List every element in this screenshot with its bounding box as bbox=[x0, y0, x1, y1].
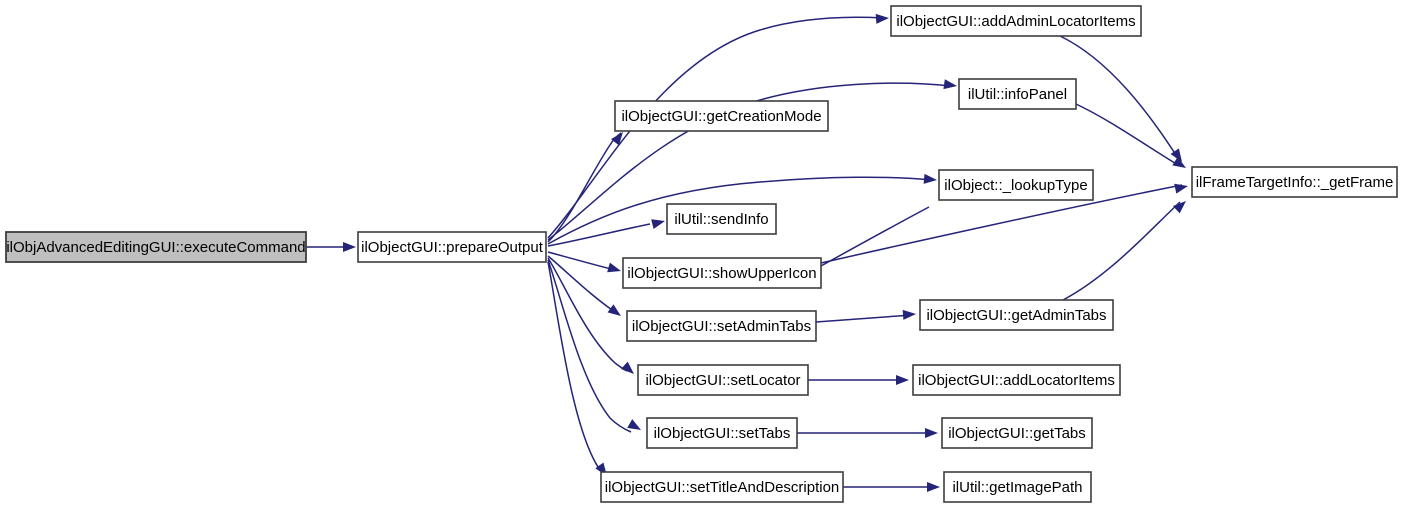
edge-prepareOutput-to-setLocator bbox=[547, 257, 628, 372]
edge-prepareOutput-to-addAdminLocatorItems bbox=[547, 16, 884, 239]
node-setTitleAndDescription[interactable]: ilObjectGUI::setTitleAndDescription bbox=[600, 471, 844, 503]
node-label-setLocator: ilObjectGUI::setLocator bbox=[645, 372, 800, 389]
edges-layer bbox=[306, 16, 1183, 488]
node-label-getAdminTabs: ilObjectGUI::getAdminTabs bbox=[926, 307, 1106, 324]
node-label-setTitleAndDescription: ilObjectGUI::setTitleAndDescription bbox=[605, 479, 840, 496]
node-box-getCreationMode[interactable] bbox=[614, 100, 829, 132]
arrowhead-to-sendInfo bbox=[651, 219, 665, 229]
node-box-setLocator[interactable] bbox=[637, 364, 809, 396]
arrowhead-to-setLocator bbox=[620, 361, 634, 374]
node-label-getTabs: ilObjectGUI::getTabs bbox=[948, 425, 1086, 442]
arrowhead-to-setAdminTabs bbox=[607, 304, 621, 316]
edge-showUpperIcon-to-getFrame bbox=[820, 184, 1183, 264]
node-setAdminTabs[interactable]: ilObjectGUI::setAdminTabs bbox=[626, 310, 817, 342]
node-sendInfo[interactable]: ilUtil::sendInfo bbox=[666, 203, 777, 235]
node-label-lookupType: ilObject::_lookupType bbox=[944, 177, 1087, 194]
arrowhead-to-getImagePath bbox=[927, 482, 940, 492]
edge-prepareOutput-to-showUpperIcon bbox=[547, 251, 616, 271]
arrowhead-to-infoPanel bbox=[943, 79, 957, 90]
node-box-sendInfo[interactable] bbox=[666, 203, 777, 235]
node-label-addLocatorItems: ilObjectGUI::addLocatorItems bbox=[918, 372, 1115, 389]
edge-setAdminTabs-to-getAdminTabs bbox=[815, 314, 913, 323]
node-getFrame[interactable]: ilFrameTargetInfo::_getFrame bbox=[1191, 166, 1398, 198]
node-getAdminTabs[interactable]: ilObjectGUI::getAdminTabs bbox=[919, 299, 1114, 331]
node-box-getFrame[interactable] bbox=[1191, 166, 1398, 198]
node-box-showUpperIcon[interactable] bbox=[622, 257, 822, 289]
node-showUpperIcon[interactable]: ilObjectGUI::showUpperIcon bbox=[622, 257, 822, 289]
node-getCreationMode[interactable]: ilObjectGUI::getCreationMode bbox=[614, 100, 829, 132]
node-addAdminLocatorItems[interactable]: ilObjectGUI::addAdminLocatorItems bbox=[890, 5, 1142, 37]
node-box-addLocatorItems[interactable] bbox=[912, 364, 1121, 396]
node-executeCommand[interactable]: ilObjAdvancedEditingGUI::executeCommand bbox=[5, 231, 307, 263]
arrowhead-to-getFrame-b bbox=[1172, 156, 1186, 168]
edge-infoPanel-to-getFrame bbox=[1075, 103, 1179, 166]
node-label-addAdminLocatorItems: ilObjectGUI::addAdminLocatorItems bbox=[896, 13, 1135, 30]
node-label-getCreationMode: ilObjectGUI::getCreationMode bbox=[621, 108, 821, 125]
arrowheads-layer bbox=[343, 13, 1188, 492]
node-box-addAdminLocatorItems[interactable] bbox=[890, 5, 1142, 37]
node-box-infoPanel[interactable] bbox=[958, 78, 1077, 110]
node-box-getTabs[interactable] bbox=[941, 417, 1093, 449]
arrowhead-to-getAdminTabs bbox=[902, 309, 916, 320]
arrowhead-to-setTabs bbox=[627, 419, 641, 430]
node-prepareOutput[interactable]: ilObjectGUI::prepareOutput bbox=[357, 231, 547, 263]
node-label-getFrame: ilFrameTargetInfo::_getFrame bbox=[1196, 174, 1394, 191]
edge-addAdminLocatorItems-to-getFrame bbox=[1059, 35, 1177, 156]
edge-getAdminTabs-to-getFrame bbox=[1062, 201, 1181, 301]
node-label-sendInfo: ilUtil::sendInfo bbox=[674, 211, 768, 228]
node-box-prepareOutput[interactable] bbox=[357, 231, 547, 263]
node-box-getImagePath[interactable] bbox=[943, 471, 1092, 503]
arrowhead-to-getFrame-a bbox=[1170, 148, 1182, 162]
arrowhead-to-prepareOutput bbox=[343, 242, 356, 252]
edge-prepareOutput-to-setAdminTabs bbox=[547, 255, 616, 313]
arrowhead-to-getFrame-d bbox=[1172, 201, 1186, 214]
node-box-setTabs[interactable] bbox=[646, 417, 798, 449]
node-infoPanel[interactable]: ilUtil::infoPanel bbox=[958, 78, 1077, 110]
node-getImagePath[interactable]: ilUtil::getImagePath bbox=[943, 471, 1092, 503]
node-box-lookupType[interactable] bbox=[938, 169, 1094, 201]
node-label-setAdminTabs: ilObjectGUI::setAdminTabs bbox=[632, 318, 811, 335]
node-setTabs[interactable]: ilObjectGUI::setTabs bbox=[646, 417, 798, 449]
node-setLocator[interactable]: ilObjectGUI::setLocator bbox=[637, 364, 809, 396]
node-box-executeCommand[interactable] bbox=[5, 231, 307, 263]
edge-prepareOutput-to-setTitleAndDescription bbox=[547, 261, 604, 474]
node-label-getImagePath: ilUtil::getImagePath bbox=[952, 479, 1082, 496]
node-label-infoPanel: ilUtil::infoPanel bbox=[968, 86, 1067, 103]
node-label-prepareOutput: ilObjectGUI::prepareOutput bbox=[361, 239, 544, 256]
node-addLocatorItems[interactable]: ilObjectGUI::addLocatorItems bbox=[912, 364, 1121, 396]
node-box-setTitleAndDescription[interactable] bbox=[600, 471, 844, 503]
edge-prepareOutput-to-sendInfo bbox=[547, 223, 651, 247]
arrowhead-to-lookupType bbox=[923, 173, 937, 184]
arrowhead-to-addAdminLocatorItems bbox=[875, 13, 889, 24]
node-getTabs[interactable]: ilObjectGUI::getTabs bbox=[941, 417, 1093, 449]
node-lookupType[interactable]: ilObject::_lookupType bbox=[938, 169, 1094, 201]
arrowhead-to-getCreationMode bbox=[611, 132, 623, 146]
arrowhead-to-showUpperIcon bbox=[607, 262, 621, 273]
node-label-setTabs: ilObjectGUI::setTabs bbox=[654, 425, 791, 442]
node-box-getAdminTabs[interactable] bbox=[919, 299, 1114, 331]
arrowhead-to-addLocatorItems bbox=[896, 375, 909, 385]
edge-showUpperIcon-to-lookupType bbox=[820, 206, 930, 267]
edge-prepareOutput-to-lookupType bbox=[547, 176, 932, 245]
arrowhead-to-getFrame-c bbox=[1174, 183, 1188, 194]
edge-prepareOutput-to-setTabs bbox=[547, 259, 632, 433]
arrowhead-to-getTabs bbox=[925, 428, 938, 438]
node-label-showUpperIcon: ilObjectGUI::showUpperIcon bbox=[627, 265, 816, 282]
node-box-setAdminTabs[interactable] bbox=[626, 310, 817, 342]
node-label-executeCommand: ilObjAdvancedEditingGUI::executeCommand bbox=[6, 239, 305, 256]
